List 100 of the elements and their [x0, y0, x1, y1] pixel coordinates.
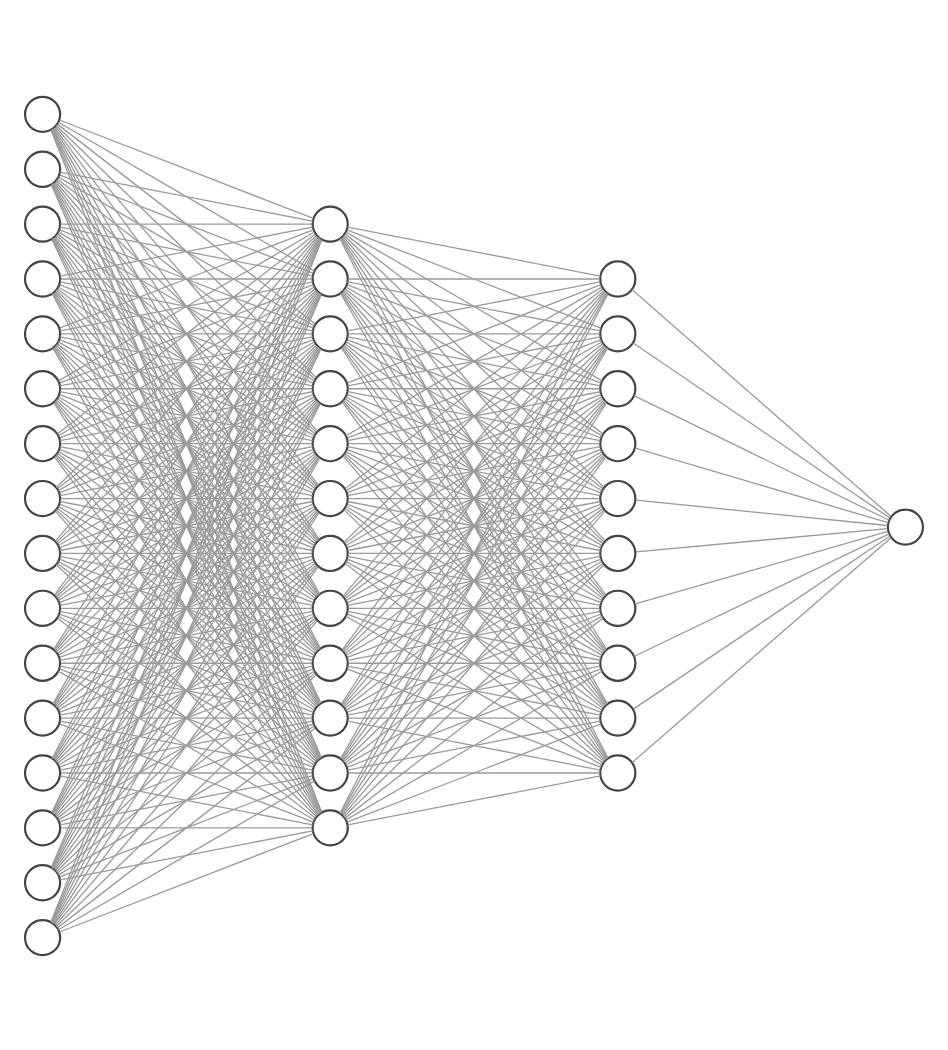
connector [342, 399, 606, 706]
node-circle [23, 149, 62, 187]
connector [633, 532, 890, 656]
connector [59, 667, 315, 767]
connector [347, 332, 601, 334]
connector [60, 332, 313, 334]
connector [344, 452, 604, 653]
connector [345, 285, 603, 436]
connector [634, 529, 889, 604]
connector [342, 344, 606, 651]
node-circle [23, 643, 62, 681]
connector [60, 606, 313, 608]
connector [345, 230, 603, 381]
connector [60, 442, 313, 444]
connector [346, 225, 601, 276]
connector [60, 496, 313, 499]
connector [57, 120, 316, 271]
connector [55, 398, 317, 652]
connector [346, 444, 601, 496]
node-circle [599, 533, 637, 572]
connector [59, 554, 314, 606]
node-circle [23, 698, 62, 736]
connector [55, 453, 317, 707]
connector [59, 444, 314, 496]
connector [60, 277, 313, 279]
connector [59, 502, 315, 603]
connector [346, 228, 602, 328]
connector [57, 230, 316, 381]
connector [635, 498, 888, 526]
node-circle [23, 424, 62, 462]
connector [344, 397, 604, 598]
connector [346, 554, 601, 606]
connector [60, 551, 313, 554]
connector [57, 175, 316, 326]
connector [54, 509, 318, 816]
connector [57, 726, 316, 928]
connector [59, 173, 315, 273]
node-circle [311, 478, 349, 517]
connector [59, 774, 314, 825]
connector [344, 506, 604, 708]
connector [57, 397, 316, 598]
connector [346, 667, 602, 767]
node-circle [23, 533, 62, 572]
connector [57, 232, 316, 434]
connector [343, 233, 605, 487]
node-circle [311, 533, 349, 572]
connector [343, 343, 605, 597]
connector [54, 399, 318, 706]
connector [631, 536, 892, 763]
connector [55, 618, 317, 872]
connector [343, 563, 605, 817]
node-circle [23, 588, 62, 626]
connector [344, 232, 604, 434]
connector [59, 118, 315, 219]
node-circle [311, 698, 349, 736]
connector [345, 504, 603, 655]
node-circle [23, 753, 62, 791]
node-circle [886, 507, 925, 545]
connector [347, 661, 601, 663]
connector [55, 288, 317, 542]
connector [343, 288, 605, 542]
node-circle [311, 808, 349, 846]
connector [59, 228, 315, 328]
connector [57, 506, 316, 708]
connector [57, 724, 316, 875]
connector [346, 774, 601, 825]
connector [59, 335, 314, 386]
connector [57, 504, 316, 655]
connector [54, 234, 318, 541]
node-circle [23, 94, 62, 132]
connector [57, 559, 316, 710]
connector [55, 123, 317, 377]
connector [57, 561, 316, 763]
connector [60, 826, 313, 828]
connector [59, 170, 314, 221]
connector [60, 716, 313, 718]
node-circle [311, 259, 349, 297]
connector [345, 669, 603, 820]
connector [344, 342, 604, 544]
connector [59, 447, 315, 548]
connector [57, 342, 316, 544]
node-circle [311, 314, 349, 352]
connector [346, 719, 601, 770]
connector [55, 673, 317, 927]
connector [344, 287, 604, 489]
connector [59, 609, 314, 660]
connector [346, 280, 601, 331]
connector [55, 178, 317, 432]
connector [59, 777, 315, 877]
connector [347, 716, 601, 718]
connector [60, 387, 313, 389]
connector [346, 390, 601, 441]
connector [634, 446, 889, 523]
connector [59, 390, 314, 441]
connector [54, 454, 318, 761]
connector [633, 394, 890, 520]
connector [346, 722, 602, 822]
node-circle [599, 369, 637, 407]
connector [344, 616, 604, 818]
connector [342, 509, 606, 816]
